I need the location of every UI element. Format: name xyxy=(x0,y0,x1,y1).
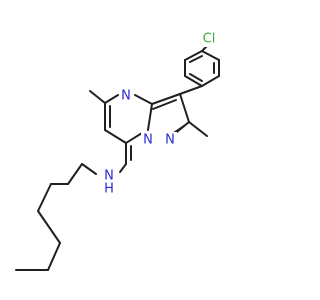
nitrogen-label: N xyxy=(104,169,114,184)
chemical-structure-diagram: Cl N N N N H xyxy=(15,31,220,271)
bond xyxy=(152,99,177,110)
bond-lines xyxy=(15,44,220,271)
bond xyxy=(89,90,106,104)
nitrogen-label: N xyxy=(165,133,175,148)
bond xyxy=(184,75,203,87)
bond xyxy=(67,163,83,185)
bond xyxy=(179,93,190,123)
bridgehead-nitrogen: N xyxy=(141,132,155,148)
bond xyxy=(189,55,203,63)
bond xyxy=(125,132,143,144)
chlorine-atom: Cl xyxy=(199,31,219,47)
bond xyxy=(104,94,119,104)
bond xyxy=(37,210,61,244)
ring-nitrogen-top: N xyxy=(119,88,133,104)
bond xyxy=(184,50,203,61)
pyrazole-nitrogen: N xyxy=(163,132,177,148)
bond xyxy=(189,73,203,82)
bond xyxy=(134,94,153,105)
nitrogen-label: N xyxy=(121,89,131,104)
bond xyxy=(47,242,61,271)
hydrogen-label: H xyxy=(104,182,114,197)
bond xyxy=(179,85,203,95)
chlorine-label: Cl xyxy=(203,32,216,47)
nitrogen-label: N xyxy=(143,133,153,148)
bond xyxy=(37,183,52,212)
bond xyxy=(151,93,181,105)
bond xyxy=(188,121,208,137)
amine-nitrogen: N H xyxy=(102,169,116,197)
bond xyxy=(119,163,127,173)
bond xyxy=(147,103,153,131)
atom-labels: Cl N N N N H xyxy=(102,31,219,197)
bond xyxy=(201,50,220,61)
bond xyxy=(201,75,220,87)
bond xyxy=(81,163,97,175)
bond xyxy=(104,129,127,144)
